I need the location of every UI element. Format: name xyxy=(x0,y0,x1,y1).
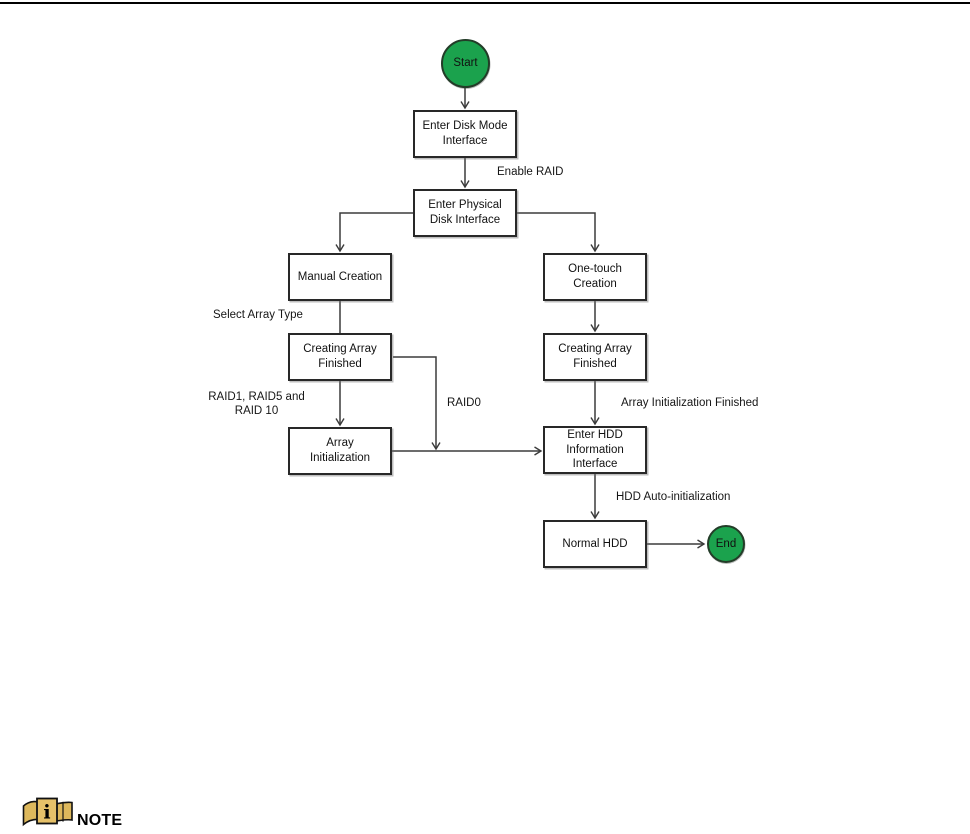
flow-node-enter-physical-disk: Enter Physical Disk Interface xyxy=(413,189,517,237)
edge-label-enable-raid: Enable RAID xyxy=(497,166,564,178)
flow-node-manual-creation-label: Manual Creation xyxy=(297,270,383,283)
flow-node-creating-array-finished-left-label: Creating Array Finished xyxy=(303,343,377,370)
flow-node-array-initialization: Array Initialization xyxy=(288,427,392,475)
note-label: NOTE xyxy=(77,812,123,829)
page-top-rule xyxy=(0,2,970,4)
note-icon-glyph: i xyxy=(43,802,50,824)
note-callout: i NOTE xyxy=(22,797,122,831)
flow-node-end-label: End xyxy=(715,537,737,550)
flow-node-enter-disk-mode: Enter Disk Mode Interface xyxy=(413,110,517,158)
edge-physical-to-one-touch xyxy=(517,212,600,253)
flow-node-enter-hdd-information-label: Enter HDD Information Interface xyxy=(566,428,624,471)
edge-label-select-array-type: Select Array Type xyxy=(213,309,303,321)
flow-node-enter-disk-mode-label: Enter Disk Mode Interface xyxy=(422,120,508,147)
flow-node-end: End xyxy=(707,525,745,563)
flow-node-creating-array-finished-right-label: Creating Array Finished xyxy=(558,343,632,370)
flow-node-start-label: Start xyxy=(453,57,478,70)
flow-node-creating-array-finished-left: Creating Array Finished xyxy=(288,333,392,381)
edge-label-hdd-auto-initialization: HDD Auto-initialization xyxy=(616,491,731,503)
flow-node-enter-physical-disk-label: Enter Physical Disk Interface xyxy=(428,199,502,226)
flow-node-one-touch-creation: One-touch Creation xyxy=(543,253,647,301)
edge-label-raid1-raid5-raid10: RAID1, RAID5 and RAID 10 xyxy=(208,391,305,418)
flow-node-start: Start xyxy=(441,39,490,88)
flow-node-manual-creation: Manual Creation xyxy=(288,253,392,301)
edge-raid0-bypass xyxy=(393,356,441,451)
flow-node-normal-hdd: Normal HDD xyxy=(543,520,647,568)
flow-node-creating-array-finished-right: Creating Array Finished xyxy=(543,333,647,381)
flow-node-one-touch-creation-label: One-touch Creation xyxy=(568,263,622,290)
edge-physical-to-manual xyxy=(335,212,413,253)
flow-node-enter-hdd-information: Enter HDD Information Interface xyxy=(543,426,647,474)
flow-node-array-initialization-label: Array Initialization xyxy=(309,437,371,464)
edge-label-raid0: RAID0 xyxy=(447,397,481,409)
flow-node-normal-hdd-label: Normal HDD xyxy=(562,537,628,550)
note-icon: i xyxy=(22,797,73,827)
edge-label-array-initialization-finished: Array Initialization Finished xyxy=(621,397,759,409)
